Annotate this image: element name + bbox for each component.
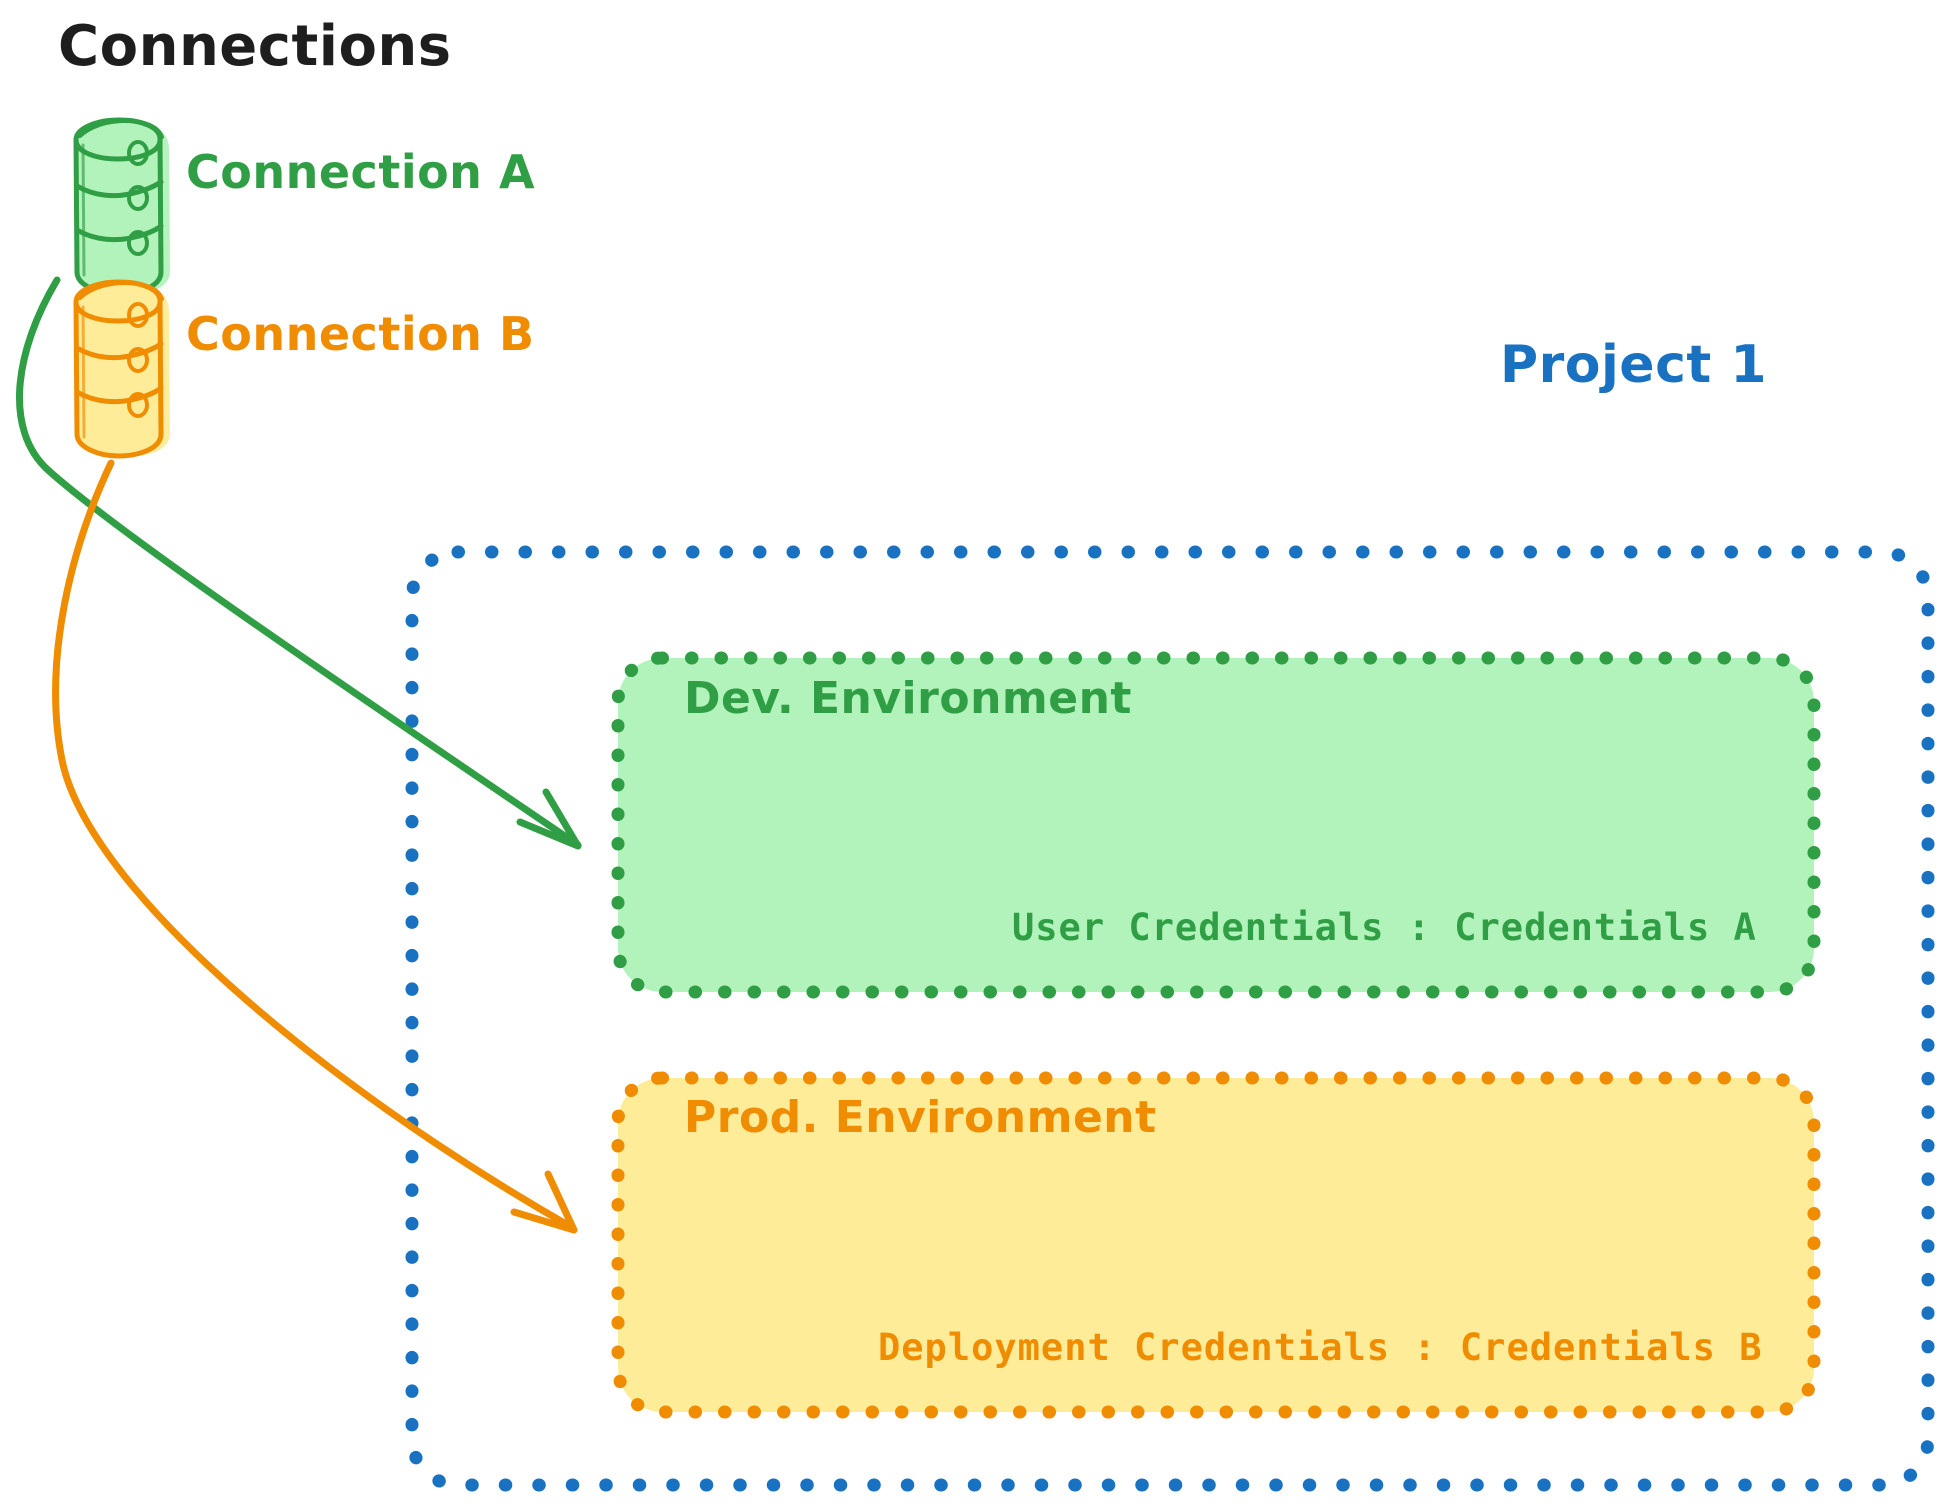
- cylinder-b-light-2: [127, 347, 149, 373]
- cylinder-a-light-2: [127, 185, 149, 211]
- prod-environment-dotted-border: [611, 1071, 1821, 1419]
- dev-environment-fill: [618, 658, 1814, 992]
- cylinder-a-body: [73, 137, 164, 297]
- cylinder-b-edge-sketch: [81, 305, 86, 439]
- project-container[interactable]: [405, 545, 1935, 1492]
- cylinder-a-top: [73, 117, 163, 162]
- arrow-green-path: [16, 276, 582, 849]
- cylinder-a-divider-2: [74, 223, 164, 243]
- arrow-orange-head: [510, 1170, 578, 1234]
- project-title: Project 1: [1500, 335, 1768, 395]
- page-title: Connections: [58, 14, 452, 79]
- arrow-green-head: [516, 788, 582, 850]
- connection-b-label[interactable]: Connection B: [186, 307, 535, 361]
- cylinder-a-edge-sketch: [81, 143, 86, 277]
- cylinder-a-light-3: [127, 230, 149, 256]
- connection-a-label[interactable]: Connection A: [186, 145, 536, 199]
- cylinder-b-divider-2: [74, 385, 164, 405]
- cylinder-b-divider-1: [74, 341, 164, 361]
- dev-environment-credentials: User Credentials : Credentials A: [1012, 906, 1757, 949]
- cylinder-a-divider-1: [74, 179, 164, 199]
- prod-environment-title: Prod. Environment: [684, 1092, 1157, 1143]
- dev-environment-title: Dev. Environment: [684, 673, 1132, 724]
- arrow-connection-a-to-dev: [16, 276, 582, 850]
- database-cylinder-icon[interactable]: [73, 117, 170, 297]
- arrow-connection-b-to-prod: [52, 459, 578, 1234]
- dev-environment-dotted-border: [611, 651, 1821, 999]
- prod-environment-credentials: Deployment Credentials : Credentials B: [878, 1326, 1763, 1369]
- project-dotted-border: [405, 545, 1935, 1492]
- cylinder-a-light-1: [127, 140, 149, 166]
- prod-environment-box[interactable]: [611, 1071, 1821, 1419]
- arrow-orange-path: [52, 459, 577, 1232]
- cylinder-a-top-sketch: [78, 118, 164, 139]
- prod-environment-fill: [618, 1078, 1814, 1412]
- cylinder-b-light-3: [127, 392, 149, 418]
- dev-environment-box[interactable]: [611, 651, 1821, 999]
- database-cylinder-icon[interactable]: [73, 279, 170, 459]
- cylinder-b-body: [73, 299, 164, 459]
- cylinder-b-top-sketch: [78, 280, 164, 301]
- cylinder-b-light-1: [127, 302, 149, 328]
- cylinder-b-top: [73, 279, 163, 324]
